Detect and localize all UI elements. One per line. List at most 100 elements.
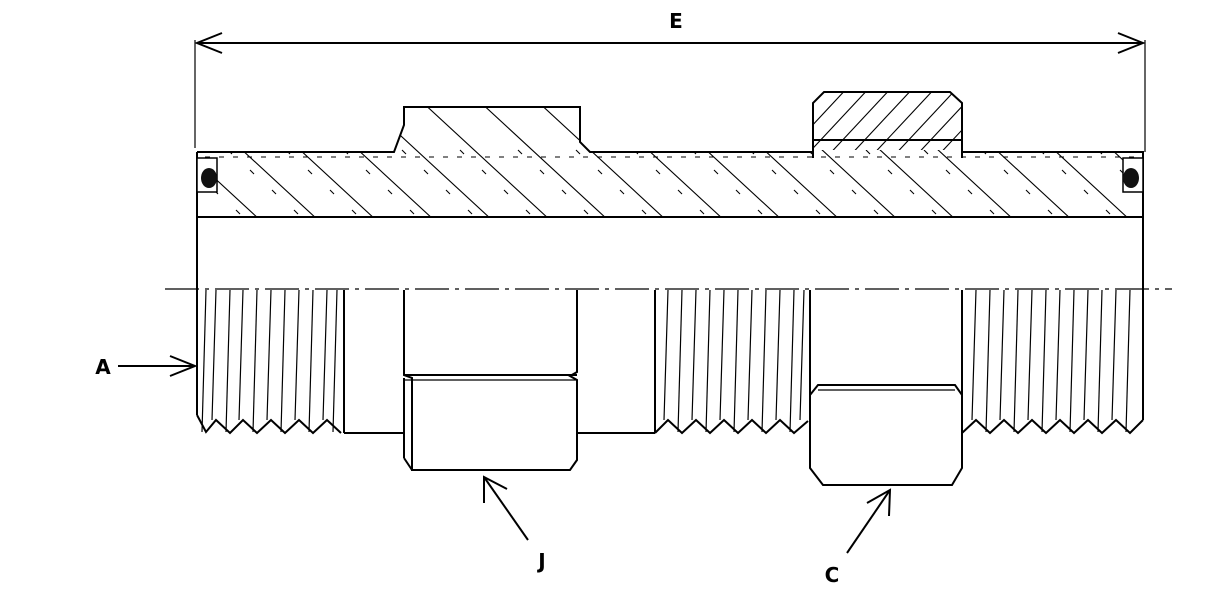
section-dot-mark bbox=[1003, 169, 1009, 175]
dimension-e: E bbox=[194, 9, 1146, 152]
thread-crest-line bbox=[719, 289, 725, 421]
section-dot-mark bbox=[387, 189, 393, 195]
section-dot-mark bbox=[307, 169, 313, 175]
section-dot-mark bbox=[597, 169, 603, 175]
section-dot-mark bbox=[293, 209, 299, 215]
section-dot-mark bbox=[1025, 189, 1031, 195]
locknut-hatch-line bbox=[955, 92, 962, 150]
section-dot-mark bbox=[873, 209, 879, 215]
hex-c bbox=[809, 290, 963, 486]
section-dot-mark bbox=[865, 149, 871, 155]
arrowhead-left bbox=[194, 32, 223, 54]
locknut-hatch-line bbox=[813, 92, 851, 150]
locknut-hatch-line bbox=[889, 92, 961, 150]
section-dot-mark bbox=[271, 189, 277, 195]
thread-crest-line bbox=[1125, 289, 1131, 433]
thread-crest-line bbox=[225, 289, 231, 433]
callout-a: A bbox=[95, 355, 198, 379]
section-dot-mark bbox=[815, 209, 821, 215]
section-dot-mark bbox=[1156, 150, 1160, 154]
thread-crest-line bbox=[1041, 289, 1047, 433]
section-hatch-line bbox=[419, 107, 551, 217]
section-dot-mark bbox=[735, 189, 741, 195]
locknut-hatch-line bbox=[911, 92, 962, 150]
label-a: A bbox=[95, 355, 111, 379]
thread-crest-line bbox=[294, 289, 300, 421]
section-hatch-line bbox=[535, 107, 667, 217]
section-dot-mark bbox=[757, 209, 763, 215]
section-view bbox=[170, 85, 1204, 290]
section-dot-mark bbox=[1047, 209, 1053, 215]
thread-crest-line bbox=[747, 289, 753, 421]
section-dot-mark bbox=[1164, 210, 1168, 214]
thread-crest-line bbox=[677, 289, 683, 433]
section-dot-mark bbox=[561, 189, 567, 195]
section-hatch-line bbox=[593, 107, 725, 217]
section-dot-mark bbox=[249, 169, 255, 175]
section-hatch-line bbox=[883, 107, 1015, 217]
thread-crest-line bbox=[799, 289, 805, 421]
section-dot-mark bbox=[677, 189, 683, 195]
label-c: C bbox=[825, 563, 840, 587]
thread-crest-line bbox=[971, 289, 977, 421]
hex-j bbox=[403, 290, 578, 471]
body-section-outline bbox=[196, 106, 1144, 218]
section-dot-mark bbox=[945, 169, 951, 175]
thread-crest-line bbox=[238, 289, 244, 421]
section-dot-mark bbox=[967, 189, 973, 195]
section-dot-mark bbox=[1061, 169, 1067, 175]
section-dot-mark bbox=[619, 189, 625, 195]
section-dot-mark bbox=[170, 150, 174, 154]
o-ring-right bbox=[1122, 157, 1144, 193]
section-hatch-line bbox=[825, 107, 957, 217]
thread-crest-line bbox=[789, 289, 795, 433]
locknut-hatch-line bbox=[1000, 85, 1070, 160]
section-dot-mark bbox=[851, 189, 857, 195]
section-dot-mark bbox=[793, 189, 799, 195]
o-ring-left bbox=[196, 157, 218, 193]
thread-crest-line bbox=[1083, 289, 1089, 421]
section-dot-mark bbox=[923, 149, 929, 155]
thread-crest-line bbox=[663, 289, 669, 421]
section-hatch-line bbox=[245, 107, 377, 217]
label-e: E bbox=[669, 9, 683, 33]
locknut-hatch-line bbox=[823, 92, 895, 150]
thread-crest-line bbox=[705, 289, 711, 433]
locknut-hatch-line bbox=[933, 92, 962, 150]
thread-crest-line bbox=[1069, 289, 1075, 433]
section-dot-mark bbox=[445, 189, 451, 195]
thread-crest-line bbox=[1097, 289, 1103, 433]
section-dot-mark bbox=[409, 209, 415, 215]
arrowhead-right bbox=[1117, 32, 1146, 54]
section-dot-mark bbox=[192, 170, 196, 174]
thread-crest-line bbox=[1013, 289, 1019, 433]
section-dot-mark bbox=[989, 209, 995, 215]
section-dot-mark bbox=[1178, 170, 1182, 174]
section-dot-mark bbox=[539, 169, 545, 175]
thread-crest-line bbox=[280, 289, 286, 433]
exterior-view bbox=[196, 289, 1144, 486]
locknut-hatch-line bbox=[845, 92, 917, 150]
section-dot-mark bbox=[699, 209, 705, 215]
thread-crest-line bbox=[985, 289, 991, 433]
locknut-hatch-line bbox=[978, 85, 1048, 160]
section-dot-mark bbox=[713, 169, 719, 175]
locknut-hatching bbox=[813, 85, 1070, 160]
section-dot-mark bbox=[1200, 190, 1204, 194]
thread-left bbox=[196, 289, 345, 435]
thread-crest-line bbox=[266, 289, 272, 421]
section-hatch-line bbox=[767, 107, 899, 217]
thread-crest-line bbox=[733, 289, 739, 433]
section-hatch-line bbox=[651, 107, 783, 217]
section-dot-mark bbox=[771, 169, 777, 175]
section-hatch-line bbox=[999, 107, 1131, 217]
thread-crest-line bbox=[332, 289, 338, 433]
section-dot-mark bbox=[459, 149, 465, 155]
section-hatch-line bbox=[477, 107, 609, 217]
locknut-hatch-line bbox=[867, 92, 939, 150]
thread-crest-line bbox=[211, 289, 217, 421]
section-hatch-line bbox=[197, 107, 261, 217]
thread-crest-line bbox=[1111, 289, 1117, 421]
section-dot-mark bbox=[503, 189, 509, 195]
